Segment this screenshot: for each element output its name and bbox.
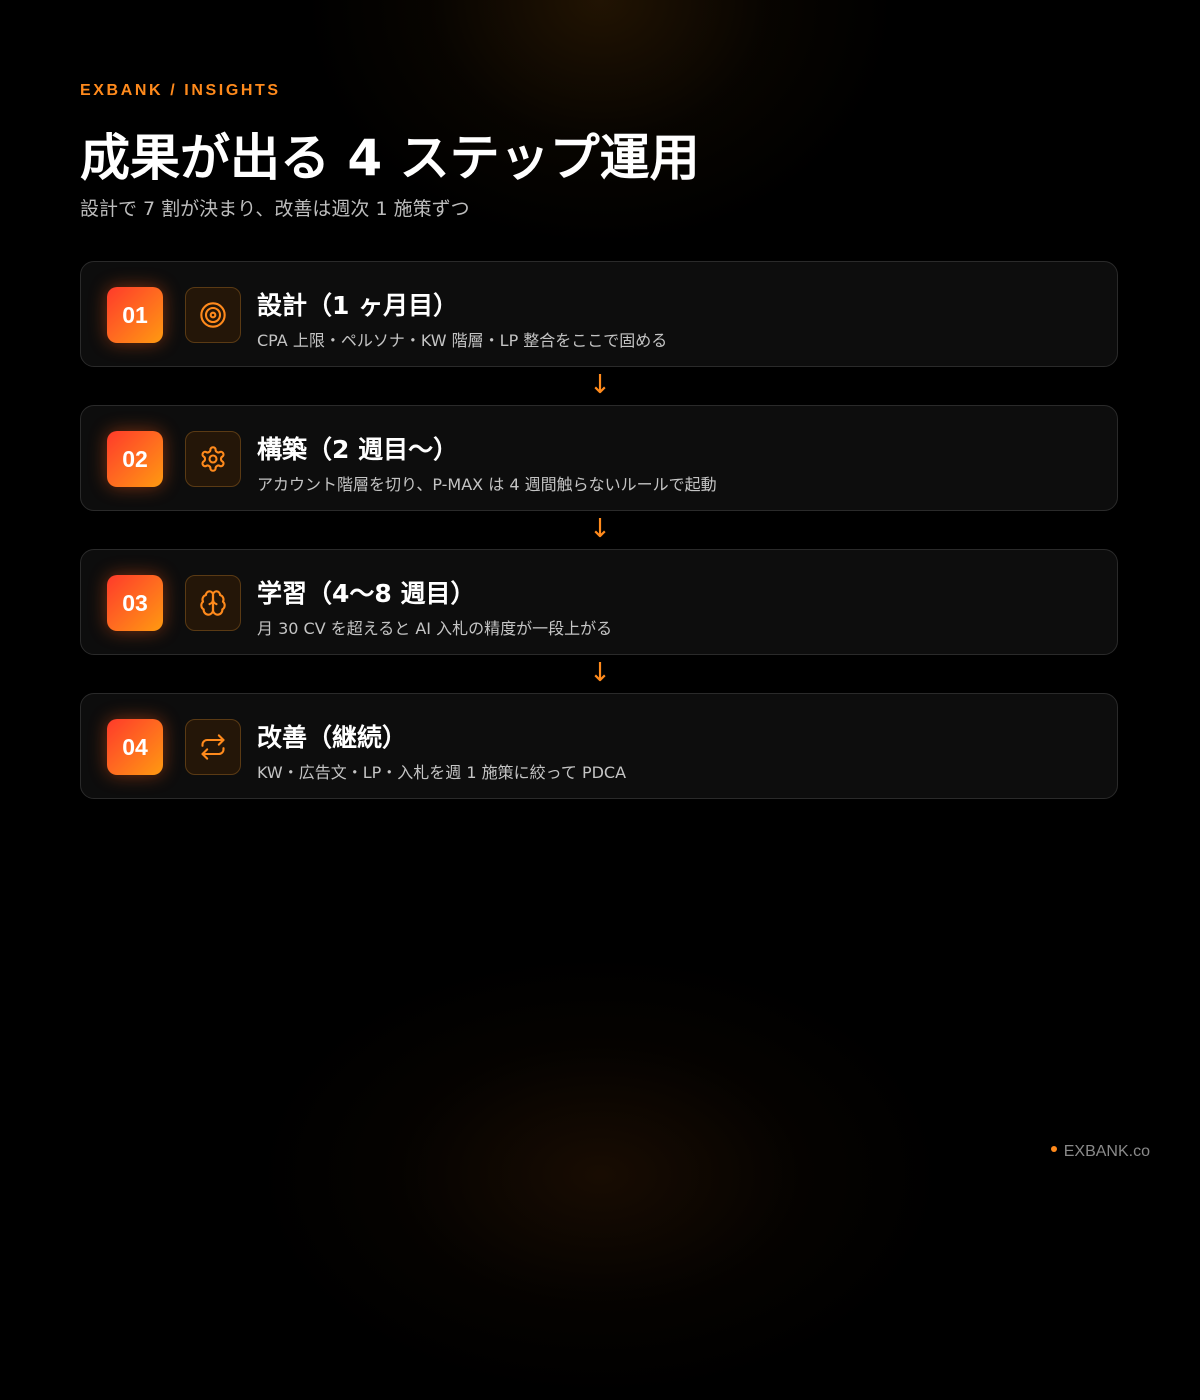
- target-icon: [185, 287, 241, 343]
- brain-icon: [185, 575, 241, 631]
- step-description: アカウント階層を切り、P-MAX は 4 週間触らないルールで起動: [257, 475, 717, 494]
- repeat-icon: [185, 719, 241, 775]
- step-number-badge: 01: [107, 287, 163, 343]
- page-title: 成果が出る 4 ステップ運用: [80, 129, 700, 187]
- step-title: 構築（2 週目〜）: [257, 435, 459, 464]
- footer-brand: EXBANK.co: [1050, 1143, 1150, 1161]
- footer-brand-label: EXBANK.co: [1063, 1143, 1150, 1160]
- step-number-badge: 02: [107, 431, 163, 487]
- down-arrow-icon: ↓: [589, 514, 611, 544]
- step-number-badge: 03: [107, 575, 163, 631]
- eyebrow-label: EXBANK / INSIGHTS: [80, 82, 281, 99]
- step-card-1: 01 設計（1 ヶ月目） CPA 上限・ペルソナ・KW 階層・LP 整合をここで…: [80, 261, 1118, 367]
- step-card-3: 03 学習（4〜8 週目） 月 30 CV を超えると AI 入札の精度が一段上…: [80, 549, 1118, 655]
- gear-icon: [185, 431, 241, 487]
- down-arrow-icon: ↓: [589, 658, 611, 688]
- step-card-4: 04 改善（継続） KW・広告文・LP・入札を週 1 施策に絞って PDCA: [80, 693, 1118, 799]
- step-number-badge: 04: [107, 719, 163, 775]
- bottom-glow: [250, 950, 950, 1400]
- down-arrow-icon: ↓: [589, 370, 611, 400]
- step-description: CPA 上限・ペルソナ・KW 階層・LP 整合をここで固める: [257, 331, 668, 350]
- accent-dot: [1050, 1146, 1057, 1152]
- step-card-2: 02 構築（2 週目〜） アカウント階層を切り、P-MAX は 4 週間触らない…: [80, 405, 1118, 511]
- page-subtitle: 設計で 7 割が決まり、改善は週次 1 施策ずつ: [80, 198, 470, 220]
- step-title: 改善（継続）: [257, 723, 408, 752]
- step-description: KW・広告文・LP・入札を週 1 施策に絞って PDCA: [257, 763, 627, 782]
- step-title: 設計（1 ヶ月目）: [257, 291, 459, 320]
- step-description: 月 30 CV を超えると AI 入札の精度が一段上がる: [257, 619, 613, 638]
- step-title: 学習（4〜8 週目）: [257, 579, 476, 608]
